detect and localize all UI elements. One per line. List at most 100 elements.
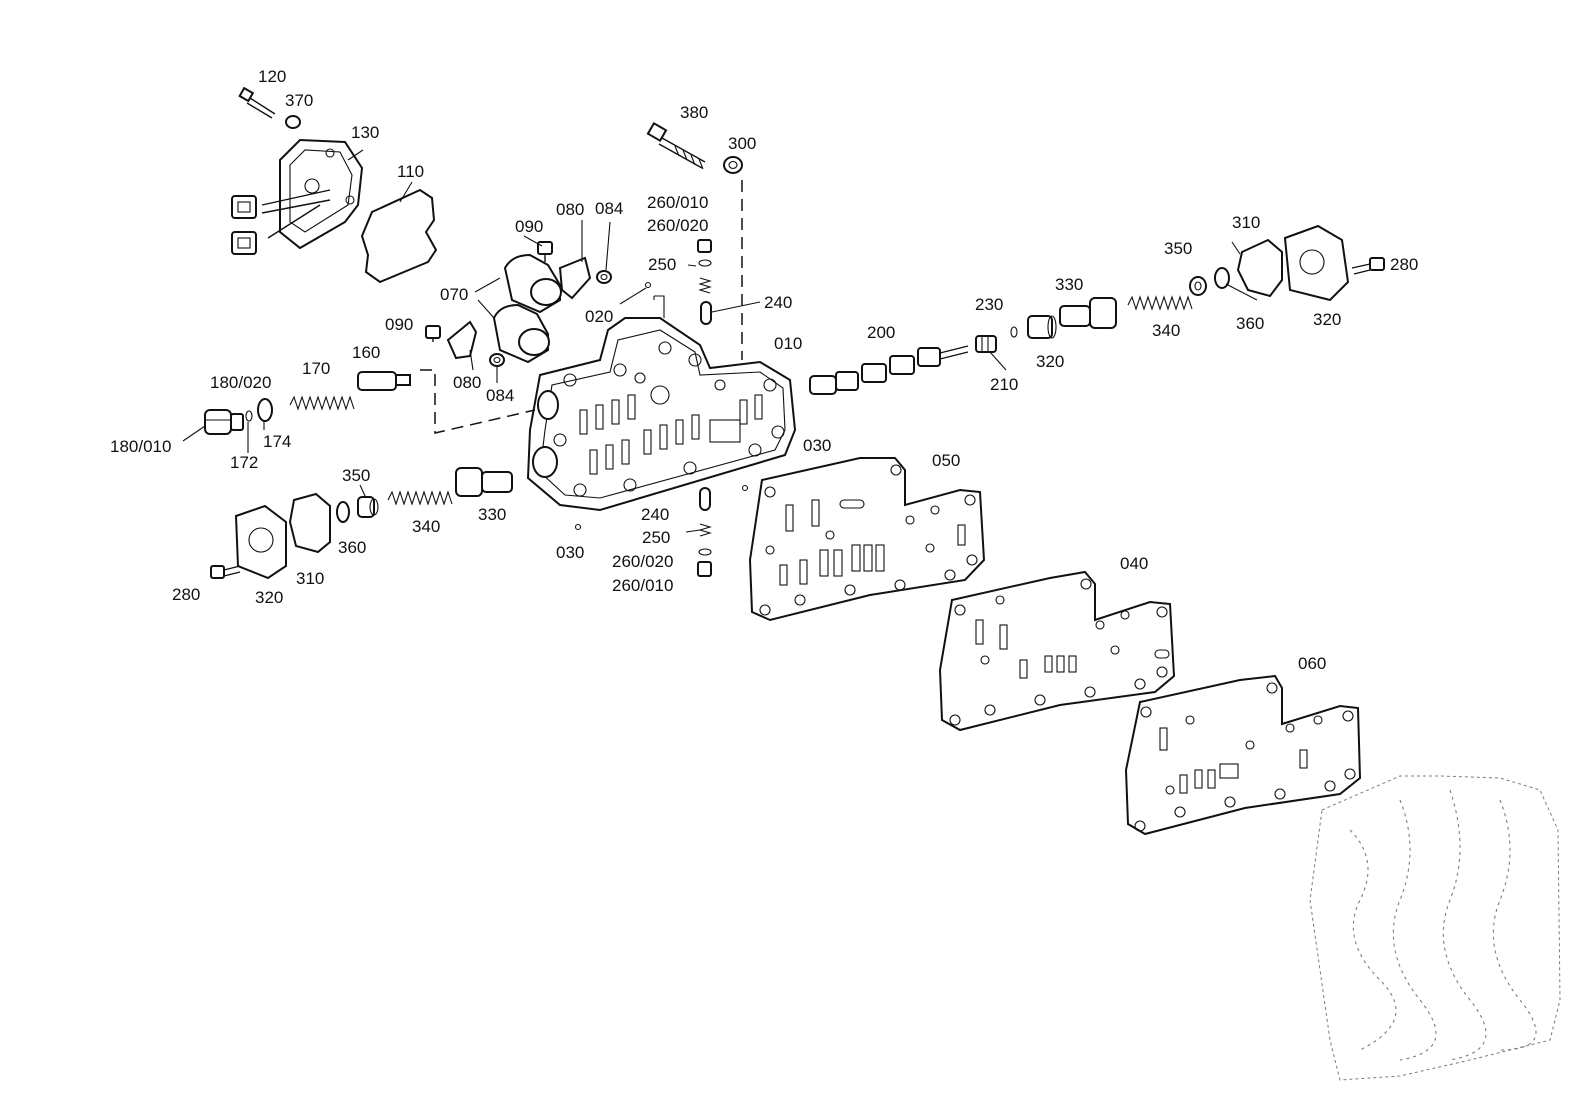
plate-060 — [1124, 674, 1362, 836]
piston-330-lower — [455, 467, 513, 497]
washer-350-lower — [357, 496, 379, 518]
gasket-310-lower — [288, 492, 331, 554]
label-360-lower: 360 — [338, 538, 366, 557]
label-120: 120 — [258, 67, 286, 86]
oring-260-020-lower — [698, 548, 712, 556]
label-380: 380 — [680, 103, 708, 122]
label-172: 172 — [230, 453, 258, 472]
spring-250-upper — [698, 277, 712, 294]
screw-120 — [238, 86, 276, 119]
ring-174 — [257, 398, 273, 422]
label-160: 160 — [352, 343, 380, 362]
label-080-lower: 080 — [453, 373, 481, 392]
gasket-310-upper — [1236, 238, 1283, 298]
label-260-020-lower: 260/020 — [612, 552, 673, 571]
label-350-upper: 350 — [1164, 239, 1192, 258]
label-020: 020 — [585, 307, 613, 326]
label-330-lower: 330 — [478, 505, 506, 524]
bracket-080-lower — [446, 320, 478, 360]
washer-084-lower — [489, 353, 505, 367]
plug-090-lower — [425, 325, 441, 342]
piston-330-upper — [1059, 297, 1117, 329]
ring-230 — [1010, 326, 1018, 338]
screw-280-lower — [210, 565, 241, 579]
oring-360-upper — [1214, 267, 1230, 289]
cover-320-lower — [234, 504, 287, 580]
label-050: 050 — [932, 451, 960, 470]
label-010: 010 — [774, 334, 802, 353]
label-200: 200 — [867, 323, 895, 342]
oring-360-lower — [336, 501, 350, 523]
label-240-upper: 240 — [764, 293, 792, 312]
plate-050 — [748, 457, 986, 622]
plug-180-010 — [204, 409, 244, 435]
solenoid-070-upper — [503, 253, 562, 314]
pin-240-upper — [700, 301, 712, 325]
spring-340-upper — [1127, 295, 1193, 311]
label-180-010: 180/010 — [110, 437, 171, 456]
label-210: 210 — [990, 375, 1018, 394]
label-320-upper: 320 — [1036, 352, 1064, 371]
ball-030-right — [741, 484, 749, 492]
label-310-upper: 310 — [1232, 213, 1260, 232]
label-280-lower: 280 — [172, 585, 200, 604]
label-090-lower: 090 — [385, 315, 413, 334]
spring-250-lower — [698, 523, 712, 537]
pin-240-lower — [699, 487, 711, 511]
cover-130 — [231, 138, 364, 255]
pin-020 — [644, 281, 652, 289]
label-250-upper: 250 — [648, 255, 676, 274]
dashed-leader-160 — [420, 369, 536, 434]
label-360-upper: 360 — [1236, 314, 1264, 333]
washer-300 — [723, 156, 743, 174]
label-090-upper: 090 — [515, 217, 543, 236]
washer-370 — [285, 115, 301, 129]
screw-280-upper — [1351, 257, 1385, 275]
label-320-cover-upper: 320 — [1313, 310, 1341, 329]
sleeve-320-upper — [1027, 315, 1057, 339]
valve-body-010 — [526, 317, 797, 512]
plate-040 — [938, 570, 1176, 732]
label-340-upper: 340 — [1152, 321, 1180, 340]
label-110: 110 — [397, 162, 424, 181]
gasket-110 — [360, 188, 438, 284]
label-320-lower: 320 — [255, 588, 283, 607]
label-260-020-upper: 260/020 — [647, 216, 708, 235]
dowel-bracket-020 — [653, 295, 665, 318]
spool-200 — [809, 345, 969, 395]
label-300: 300 — [728, 134, 756, 153]
plug-090-upper — [537, 241, 553, 262]
label-080-upper: 080 — [556, 200, 584, 219]
bolt-380 — [646, 121, 706, 170]
part-number-labels: 120 370 130 110 380 300 090 080 084 260/… — [110, 67, 1418, 673]
ring-172 — [245, 410, 253, 422]
cover-320-upper — [1283, 224, 1350, 302]
label-310-lower: 310 — [296, 569, 324, 588]
label-240-lower: 240 — [641, 505, 669, 524]
label-260-010-upper: 260/010 — [647, 193, 708, 212]
washer-350-upper — [1189, 276, 1207, 296]
label-070: 070 — [440, 285, 468, 304]
label-260-010-lower: 260/010 — [612, 576, 673, 595]
bracket-080-upper — [558, 256, 592, 300]
valve-160 — [357, 371, 411, 391]
label-130: 130 — [351, 123, 379, 142]
spring-340-lower — [387, 490, 453, 506]
ball-030-left — [574, 523, 582, 531]
label-180-020: 180/020 — [210, 373, 271, 392]
label-060: 060 — [1298, 654, 1326, 673]
spring-170 — [289, 395, 355, 411]
label-040: 040 — [1120, 554, 1148, 573]
label-330-upper: 330 — [1055, 275, 1083, 294]
cap-210 — [975, 335, 997, 353]
label-350-lower: 350 — [342, 466, 370, 485]
plug-260-upper — [697, 239, 712, 267]
solenoid-070-lower — [492, 303, 550, 364]
label-370: 370 — [285, 91, 313, 110]
plug-260-010-lower — [697, 561, 712, 577]
label-340-lower: 340 — [412, 517, 440, 536]
washer-084-upper — [596, 270, 612, 284]
leader-lines — [182, 149, 1258, 533]
